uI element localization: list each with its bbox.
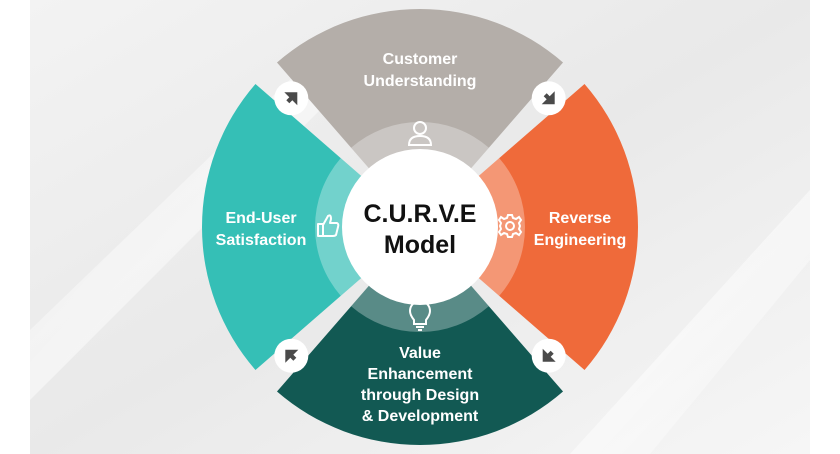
user-icon (407, 121, 433, 146)
arrow-corner-icon (542, 348, 556, 362)
segment-left-line1: End-User (225, 210, 296, 227)
connector-top-left (274, 81, 309, 116)
arrow-corner-icon (285, 349, 299, 363)
segment-value-enhancement (276, 279, 564, 445)
segment-right-line1: Reverse (549, 210, 611, 227)
gear-icon (497, 214, 523, 238)
center-circle (342, 149, 498, 305)
segment-bottom-line3: through Design (361, 387, 479, 404)
segment-right-line2: Engineering (534, 232, 626, 249)
thumbs-up-icon (317, 214, 340, 237)
segment-left-line2: Satisfaction (216, 232, 307, 249)
segment-reverse-engineering (472, 83, 638, 371)
arrow-corner-icon (284, 92, 298, 106)
connector-top-right (531, 81, 566, 116)
segment-end-user-satisfaction (201, 83, 368, 371)
segment-top-line2: Understanding (364, 73, 477, 90)
background-streak (570, 190, 810, 454)
segment-bottom-line2: Enhancement (368, 366, 474, 383)
center-title-line2: Model (384, 231, 456, 259)
arrow-corner-icon (541, 91, 555, 105)
segment-bottom-line4: & Development (362, 408, 479, 425)
segment-customer-understanding (276, 8, 564, 175)
connector-bottom-right (531, 338, 566, 373)
connector-bottom-left (274, 338, 309, 373)
center-title-line1: C.U.R.V.E (363, 200, 476, 228)
segment-top-line1: Customer (383, 51, 458, 68)
lightbulb-icon (408, 300, 432, 331)
segment-bottom-line1: Value (399, 345, 441, 362)
